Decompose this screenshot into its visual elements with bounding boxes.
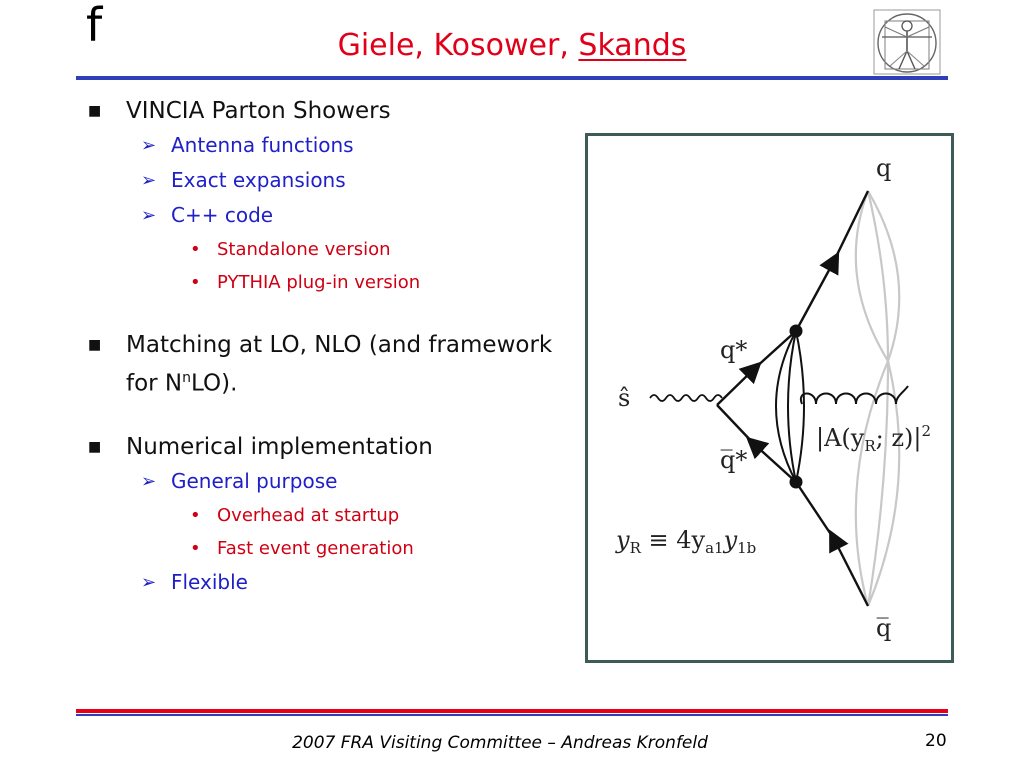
sub-sub-bullet-overhead: • Overhead at startup [86, 499, 566, 532]
label-qbar: q̅ [876, 614, 891, 642]
fermion-lines [716, 190, 870, 607]
square-bullet-icon: ■ [88, 103, 102, 119]
label-q: q [876, 154, 891, 182]
logo-letter: f [86, 0, 103, 52]
vertex-dot [789, 475, 803, 489]
arrow-bullet-icon: ➢ [141, 170, 157, 191]
label-s-hat: ŝ [618, 384, 630, 412]
bullet-matching: ■ Matching at LO, NLO (and framework for … [86, 329, 566, 401]
page-number: 20 [925, 731, 947, 751]
footer-rule-blue [76, 714, 948, 716]
label-qbar-star: q̅* [720, 446, 747, 474]
sub-bullet-text: Flexible [171, 569, 248, 594]
sub-bullet-antenna: ➢ Antenna functions [86, 128, 566, 163]
antenna-diagram: q q* ŝ q̅* q̅ |A(yR; z)|2 yR ≡ 4ya1y1b [585, 133, 954, 663]
gluon-line [799, 385, 909, 405]
feynman-diagram-svg: q q* ŝ q̅* q̅ |A(yR; z)|2 yR ≡ 4ya1y1b [615, 154, 931, 642]
footer-text: 2007 FRA Visiting Committee – Andreas Kr… [292, 733, 708, 753]
sub-bullet-text: General purpose [171, 468, 338, 493]
arrow-bullet-icon: ➢ [141, 470, 157, 492]
photon-line [649, 394, 723, 402]
sub-sub-bullet-fast: • Fast event generation [86, 532, 566, 565]
sub-bullet-text: Exact expansions [171, 168, 346, 192]
bullet-vincia: ■ VINCIA Parton Showers [86, 95, 566, 128]
vitruvian-man-icon [873, 9, 941, 75]
arrow-bullet-icon: ➢ [141, 205, 157, 226]
sub-sub-bullet-text: Overhead at startup [217, 504, 400, 526]
bullet-text: VINCIA Parton Showers [126, 98, 391, 124]
dot-bullet-icon: • [190, 239, 201, 260]
sub-bullet-cpp: ➢ C++ code [86, 198, 566, 233]
bullet-list: ■ VINCIA Parton Showers ➢ Antenna function… [86, 95, 566, 600]
label-yr-definition: yR ≡ 4ya1y1b [615, 526, 756, 557]
square-bullet-icon: ■ [88, 337, 102, 353]
label-amplitude: |A(yR; z)|2 [816, 422, 931, 455]
footer-rule-red [76, 709, 948, 713]
antenna-curves [775, 330, 805, 483]
sub-sub-bullet-text: PYTHIA plug-in version [217, 272, 421, 293]
dot-bullet-icon: • [190, 504, 201, 526]
bullet-text: Matching at LO, NLO (and framework for N [126, 332, 553, 397]
bullet-text: Numerical implementation [126, 433, 433, 460]
sub-sub-bullet-text: Fast event generation [217, 537, 414, 559]
sub-bullet-text: Antenna functions [171, 133, 354, 157]
arrow-bullet-icon: ➢ [141, 135, 157, 156]
title-author-underlined: Skands [578, 28, 687, 63]
bullet-text-end: LO). [191, 370, 238, 397]
sub-sub-bullet-pythia: • PYTHIA plug-in version [86, 266, 566, 299]
label-q-star: q* [720, 336, 747, 364]
slide-title: Giele, Kosower, Skands [0, 26, 1024, 66]
sub-bullet-general: ➢ General purpose [86, 464, 566, 499]
sub-bullet-flexible: ➢ Flexible [86, 565, 566, 600]
title-rule [76, 76, 948, 80]
sub-bullet-expansions: ➢ Exact expansions [86, 163, 566, 198]
vertex-dot [789, 324, 803, 338]
dot-bullet-icon: • [190, 537, 201, 559]
arrow-bullet-icon: ➢ [141, 571, 157, 593]
cut-lines [854, 190, 901, 607]
square-bullet-icon: ■ [88, 438, 102, 455]
sub-sub-bullet-text: Standalone version [217, 239, 391, 260]
sub-bullet-text: C++ code [171, 203, 274, 227]
sub-sub-bullet-standalone: • Standalone version [86, 233, 566, 266]
title-authors: Giele, Kosower, [337, 28, 579, 63]
superscript-n: n [182, 370, 192, 386]
bullet-numerical: ■ Numerical implementation [86, 431, 566, 464]
dot-bullet-icon: • [190, 272, 201, 293]
